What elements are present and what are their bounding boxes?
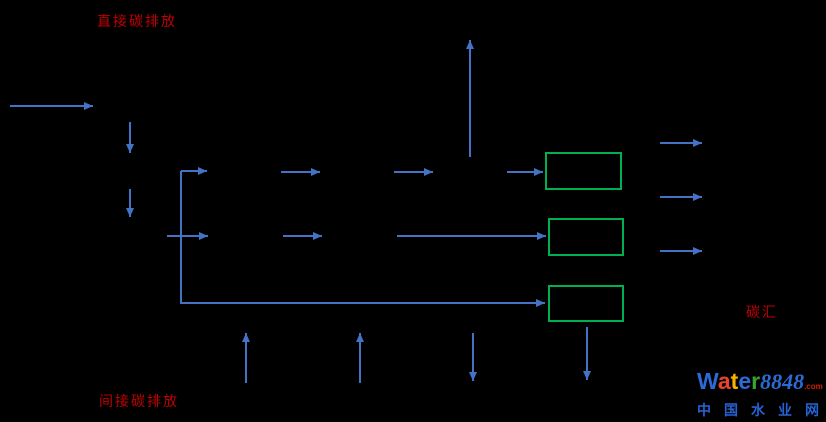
watermark-letter: a xyxy=(717,368,731,394)
green-outline-box-3 xyxy=(548,285,624,322)
watermark-logo-text: Water8848.com xyxy=(697,370,823,398)
green-outline-box-2 xyxy=(548,218,624,256)
watermark-subtitle: 中 国 水 业 网 xyxy=(697,400,819,420)
watermark-subtitle-char: 中 xyxy=(697,402,711,418)
watermark-subtitle-char: 水 xyxy=(751,402,765,418)
arrow-branch-elbow-to-box3 xyxy=(180,171,545,307)
watermark-number: 8848 xyxy=(760,369,805,394)
label-carbon-sink: 碳汇 xyxy=(746,304,778,320)
watermark-water8848: Water8848.com 中 国 水 业 网 xyxy=(697,370,823,420)
green-outline-box-1 xyxy=(545,152,622,190)
watermark-subtitle-char: 业 xyxy=(778,402,792,418)
label-direct-carbon-emissions: 直接碳排放 xyxy=(97,13,177,29)
watermark-subtitle-char: 国 xyxy=(724,402,738,418)
watermark-letter: r xyxy=(751,368,761,394)
watermark-subtitle-char: 网 xyxy=(805,402,819,418)
watermark-letter: e xyxy=(738,368,752,394)
label-indirect-carbon-emissions: 间接碳排放 xyxy=(99,393,179,409)
watermark-letter: W xyxy=(697,368,718,394)
watermark-tld: .com xyxy=(804,382,823,391)
watermark-letter: t xyxy=(730,368,739,394)
